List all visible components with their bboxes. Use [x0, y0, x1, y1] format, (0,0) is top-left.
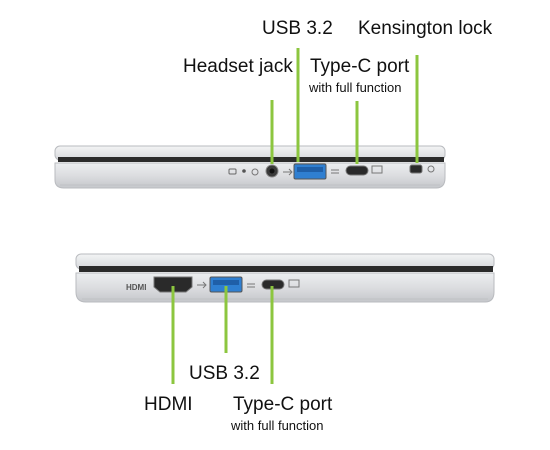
typec-dc-symbol-icon — [331, 169, 339, 174]
power-led-icon — [242, 169, 246, 173]
hdmi-port — [153, 276, 193, 293]
laptop-bezel — [58, 157, 444, 162]
label-usb-bottom: USB 3.2 — [189, 363, 260, 384]
displayport-symbol-icon — [371, 165, 383, 174]
typec-dc-symbol-bottom-icon — [247, 283, 255, 288]
laptop-bezel-bottom — [79, 266, 493, 272]
usb-port-tongue — [297, 167, 323, 172]
label-hdmi: HDMI — [144, 394, 193, 415]
usb-port-tongue-bottom — [213, 280, 239, 285]
lock-symbol-icon — [427, 165, 435, 173]
displayport-symbol-bottom-icon — [288, 279, 300, 288]
label-typec-bottom-sub: with full function — [231, 418, 324, 433]
label-headset-jack: Headset jack — [183, 56, 293, 77]
kensington-lock-slot — [409, 164, 423, 174]
label-usb-top: USB 3.2 — [262, 18, 333, 39]
bottom-callout-lines — [171, 286, 274, 384]
headset-symbol-icon — [251, 168, 259, 176]
label-typec-bottom: Type-C port — [233, 394, 333, 415]
hdmi-marking: HDMI — [126, 283, 146, 292]
label-typec-top-sub: with full function — [309, 80, 402, 95]
laptop-left-side: HDMI — [75, 253, 495, 303]
usb-symbol-bottom-icon — [197, 281, 207, 289]
headset-jack-hole — [269, 168, 275, 174]
battery-led-icon — [228, 168, 237, 175]
typec-port-top — [345, 165, 369, 176]
laptop-base — [54, 162, 446, 189]
label-kensington-lock: Kensington lock — [358, 18, 493, 39]
top-callout-lines — [270, 48, 419, 164]
usb-symbol-icon — [283, 168, 293, 176]
laptop-right-side — [54, 145, 446, 189]
label-typec-top: Type-C port — [310, 56, 410, 77]
